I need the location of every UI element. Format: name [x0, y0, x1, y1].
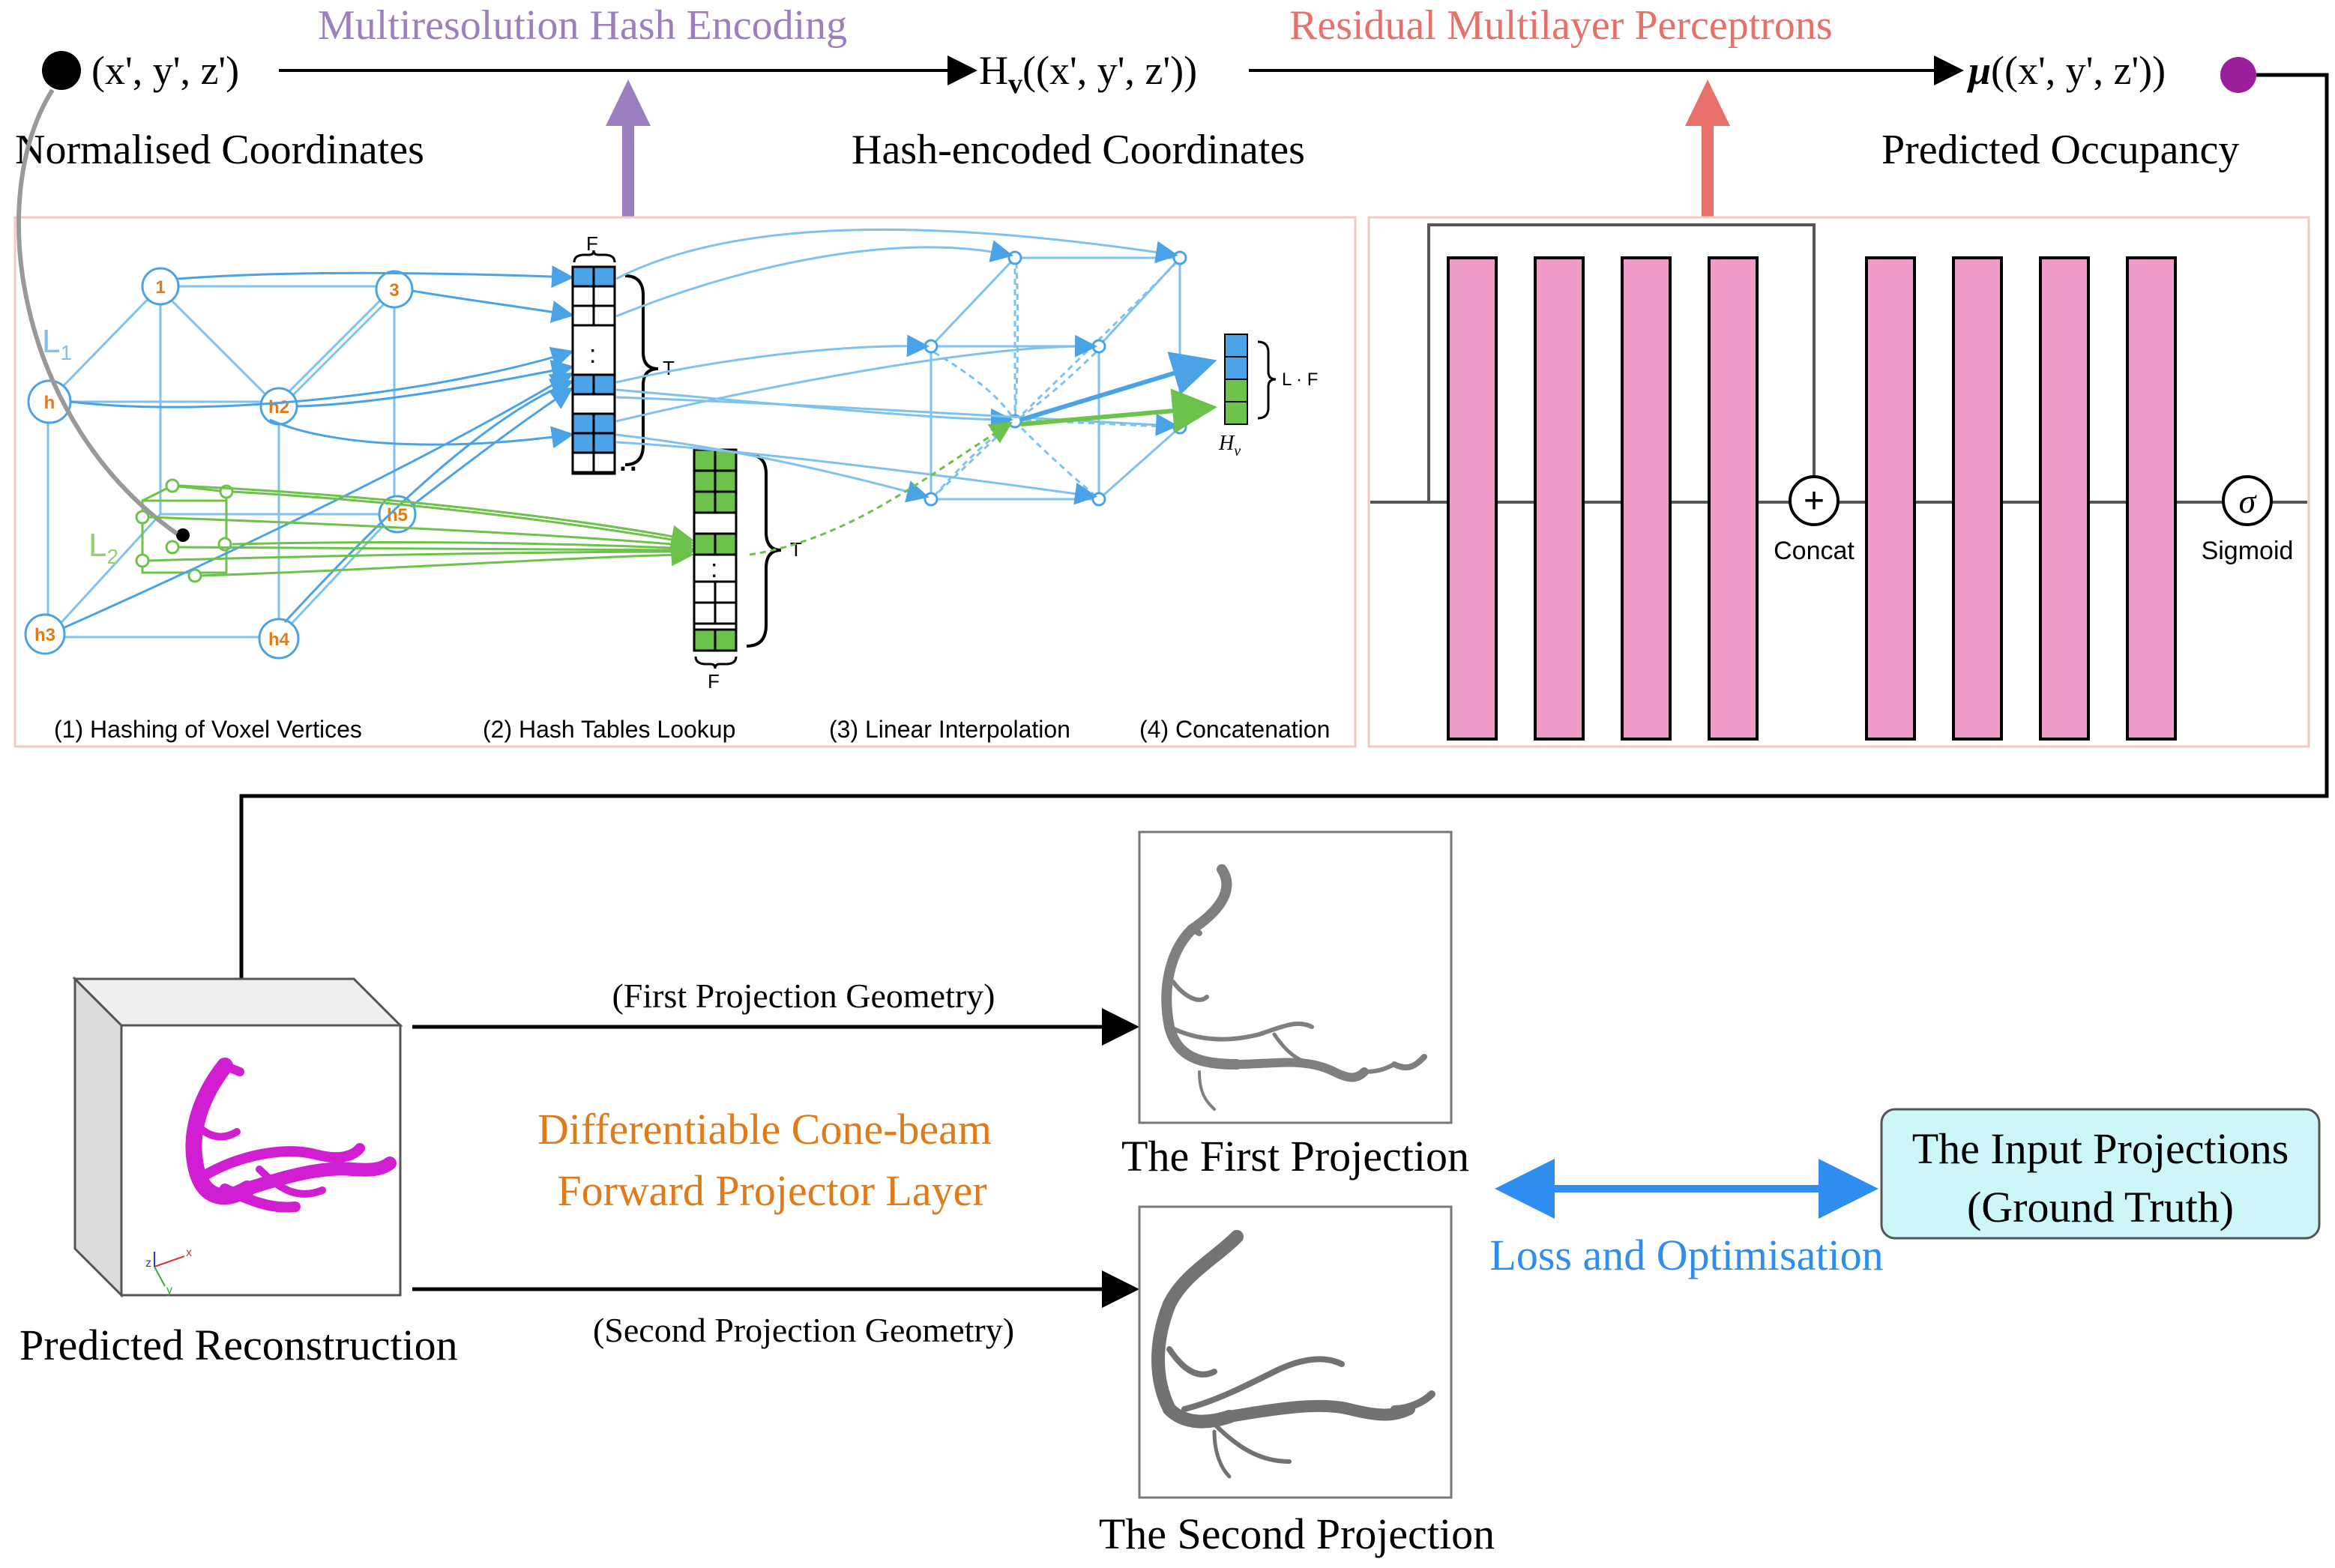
step-2-caption: (2) Hash Tables Lookup [483, 716, 735, 743]
mlp-layer-2 [1534, 256, 1585, 741]
concat-node [1789, 475, 1840, 526]
table2-brace [746, 453, 782, 648]
sigma-icon: σ [2239, 482, 2258, 520]
reconstructed-vessel [185, 1058, 397, 1213]
reconstruction-volume [72, 976, 403, 1298]
mlp-layers [1447, 256, 2177, 741]
concat-plus-icon: + [1804, 481, 1825, 521]
input-expression: (x', y', z') [91, 48, 239, 93]
hash-expression: Hv((x', y', z')) [979, 48, 1197, 100]
hash-table-level2 [693, 448, 738, 652]
mlp-layer-7 [2039, 256, 2090, 741]
mlp-skip-connection [1427, 223, 1816, 502]
concat-arrow-green [1020, 388, 1217, 434]
table-feature-label-bottom: F [708, 670, 720, 693]
mlp-panel [1367, 216, 2310, 748]
ground-truth-line-2: (Ground Truth) [1967, 1183, 2234, 1231]
blue-hash-arrows [62, 265, 574, 630]
output-expression: μ((x', y', z')) [1966, 48, 2166, 93]
output-label: Predicted Occupancy [1881, 127, 2239, 173]
table1-dots: : [589, 340, 596, 369]
hash-label: Hash-encoded Coordinates [852, 127, 1305, 173]
second-geometry-label: (Second Projection Geometry) [593, 1311, 1014, 1349]
mlp-layer-5 [1865, 256, 1916, 741]
concat-node-label: Concat [1774, 537, 1855, 565]
first-projection-vessel [1161, 864, 1427, 1111]
mlp-layer-6 [1952, 256, 2003, 741]
concat-vector [1224, 334, 1248, 425]
reconstruction-label: Predicted Reconstruction [19, 1321, 458, 1369]
voxel-grid-level1 [46, 285, 399, 639]
hash-up-arrow-head [606, 79, 651, 126]
green-hash-arrows [148, 484, 694, 577]
vertex-label-h4: h4 [268, 630, 290, 650]
mlp-layer-1 [1447, 256, 1498, 741]
vertex-label-h3: h3 [34, 625, 55, 645]
level1-label: L1 [42, 323, 72, 364]
concat-arrow-blue [1020, 352, 1217, 422]
level2-vertices [135, 478, 234, 583]
output-dot [2220, 57, 2256, 93]
axis-triad [154, 1252, 185, 1287]
axis-z-label: z [145, 1257, 151, 1270]
table-feature-label-top: F [586, 232, 598, 255]
table1-brace [624, 274, 659, 466]
step-4-caption: (4) Concatenation [1139, 716, 1330, 743]
step-3-caption: (3) Linear Interpolation [829, 716, 1070, 743]
vertex-label-h1: h [44, 393, 55, 413]
query-point [176, 528, 190, 542]
first-projection-image [1138, 830, 1453, 1124]
step-1-caption: (1) Hashing of Voxel Vertices [54, 716, 362, 743]
table1-size-label: T [663, 357, 675, 379]
mlp-title: Residual Multilayer Perceptrons [1289, 2, 1833, 49]
output-feedback-line [223, 73, 2329, 1099]
projector-line-1: Differentiable Cone-beam [537, 1105, 992, 1154]
projector-line-2: Forward Projector Layer [557, 1166, 986, 1215]
green-interp-arrow [749, 421, 1013, 556]
hash-panel [13, 216, 1357, 748]
first-projection-label: The First Projection [1121, 1132, 1469, 1180]
vertex-label-h2: h2 [268, 397, 289, 417]
voxel-vertices [24, 267, 417, 660]
table2-size-label: T [790, 538, 802, 561]
axis-y-label: y [166, 1284, 172, 1297]
table2-dots: : [711, 555, 717, 583]
ground-truth-line-1: The Input Projections [1912, 1124, 2289, 1173]
input-curve [16, 88, 178, 536]
second-projection-image [1138, 1205, 1453, 1499]
mlp-layer-8 [2126, 256, 2177, 741]
second-projection-label: The Second Projection [1099, 1510, 1495, 1558]
hash-table-level1 [571, 265, 616, 475]
ground-truth-box [1880, 1108, 2321, 1240]
second-projection-vessel [1151, 1230, 1435, 1479]
loss-label: Loss and Optimisation [1489, 1231, 1883, 1279]
table-feature-brace-bottom [694, 656, 738, 669]
concat-brace [1257, 340, 1277, 420]
input-dot [42, 51, 81, 90]
vertex-label-3: 3 [389, 280, 399, 301]
mlp-up-arrow-head [1685, 79, 1730, 126]
table-to-cube-lines [615, 228, 1178, 505]
hv-label: Hv [1218, 432, 1241, 459]
mlp-layer-4 [1708, 256, 1759, 741]
level2-label: L2 [88, 527, 118, 568]
sigmoid-node-label: Sigmoid [2202, 537, 2294, 565]
axis-x-label: x [186, 1246, 192, 1259]
concat-dim-label: L · F [1282, 370, 1318, 390]
hash-encoding-title: Multiresolution Hash Encoding [318, 2, 847, 49]
sigmoid-node [2222, 475, 2273, 526]
first-geometry-label: (First Projection Geometry) [612, 977, 995, 1015]
input-label: Normalised Coordinates [15, 127, 424, 173]
interpolation-cube [930, 256, 1181, 501]
mlp-layer-3 [1621, 256, 1672, 741]
table-feature-brace-top [573, 250, 616, 263]
vertex-label-1: 1 [155, 277, 165, 298]
